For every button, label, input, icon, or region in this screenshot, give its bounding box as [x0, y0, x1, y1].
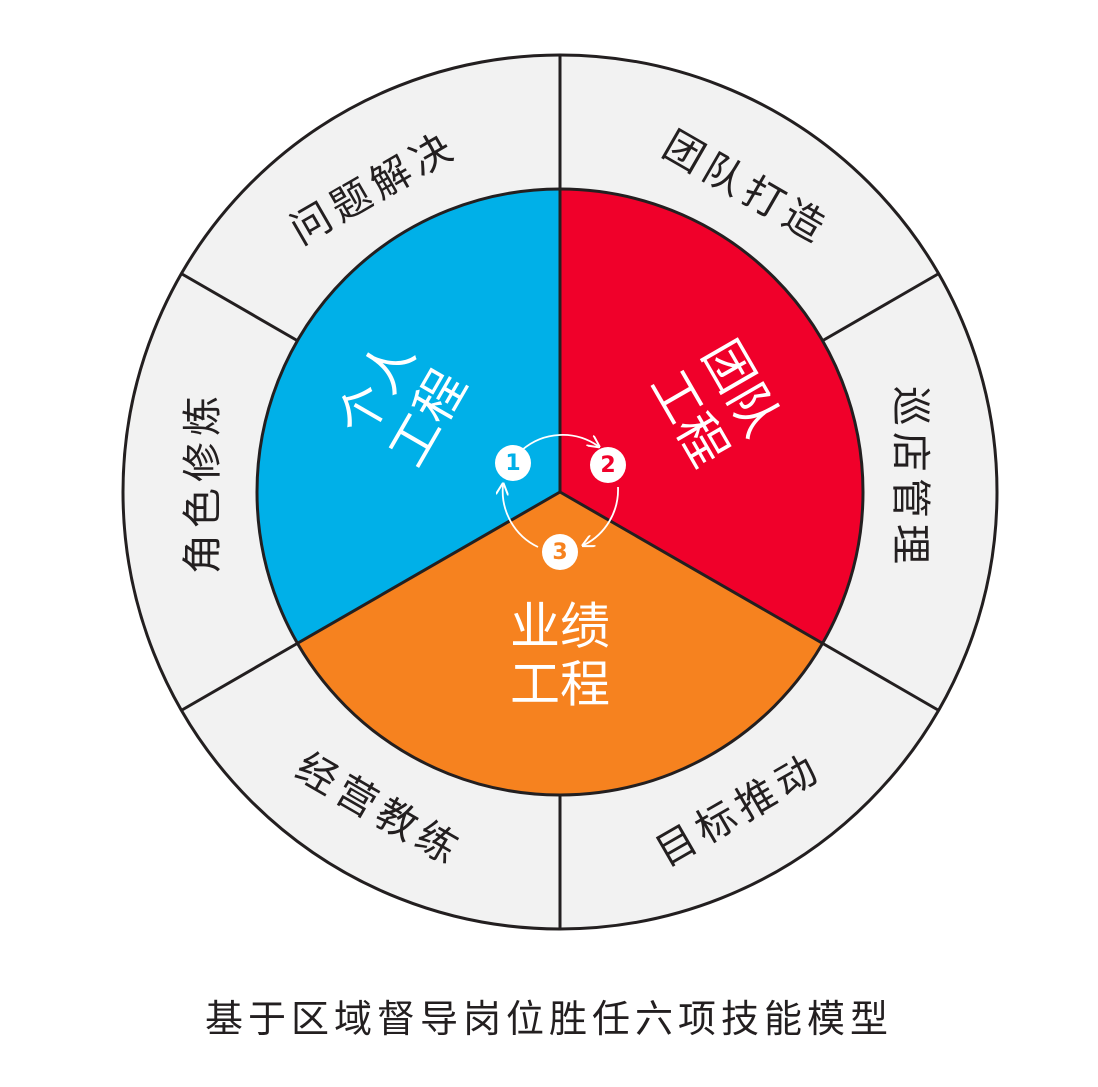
divider-upper-left [181, 272, 299, 343]
sector-performance-label-line1: 业绩 [510, 598, 610, 656]
divider-lower-right [821, 641, 939, 712]
outer-label-store-patrol: 巡店管理 [887, 386, 933, 570]
divider-lower-left [181, 641, 299, 712]
step-2-badge [590, 447, 626, 483]
step-3-number: 3 [552, 540, 567, 565]
outer-label-role-cultivation: 角色修炼 [180, 390, 226, 574]
competency-model-diagram: 问题解决 团队打造 巡店管理 目标推动 经营教练 角色修炼 个人 工程 团队 工… [121, 53, 999, 931]
step-marker-2: 2 [590, 447, 626, 483]
sector-performance [298, 492, 822, 794]
step-3-badge [542, 534, 578, 570]
inner-divider-right [559, 490, 823, 645]
cycle-arrow-2-to-3 [584, 486, 619, 545]
step-marker-1: 1 [495, 445, 531, 481]
inner-divider-left [297, 490, 561, 645]
step-1-badge [495, 445, 531, 481]
cycle-arrow-3-to-1 [503, 485, 539, 548]
cycle-arrows [503, 433, 619, 548]
step-1-number: 1 [505, 451, 520, 476]
step-2-number: 2 [600, 453, 615, 478]
outer-ring-dividers [181, 55, 939, 929]
divider-upper-right [821, 272, 939, 343]
cycle-arrow-1-to-2 [521, 433, 598, 451]
sector-team [560, 189, 863, 643]
diagram-caption: 基于区域督导岗位胜任六项技能模型 [204, 997, 893, 1041]
step-marker-3: 3 [542, 534, 578, 570]
inner-dividers [297, 189, 823, 645]
sector-performance-label-line2: 工程 [510, 656, 610, 714]
sector-performance-label: 业绩 工程 [510, 598, 610, 714]
sector-personal [257, 189, 560, 643]
